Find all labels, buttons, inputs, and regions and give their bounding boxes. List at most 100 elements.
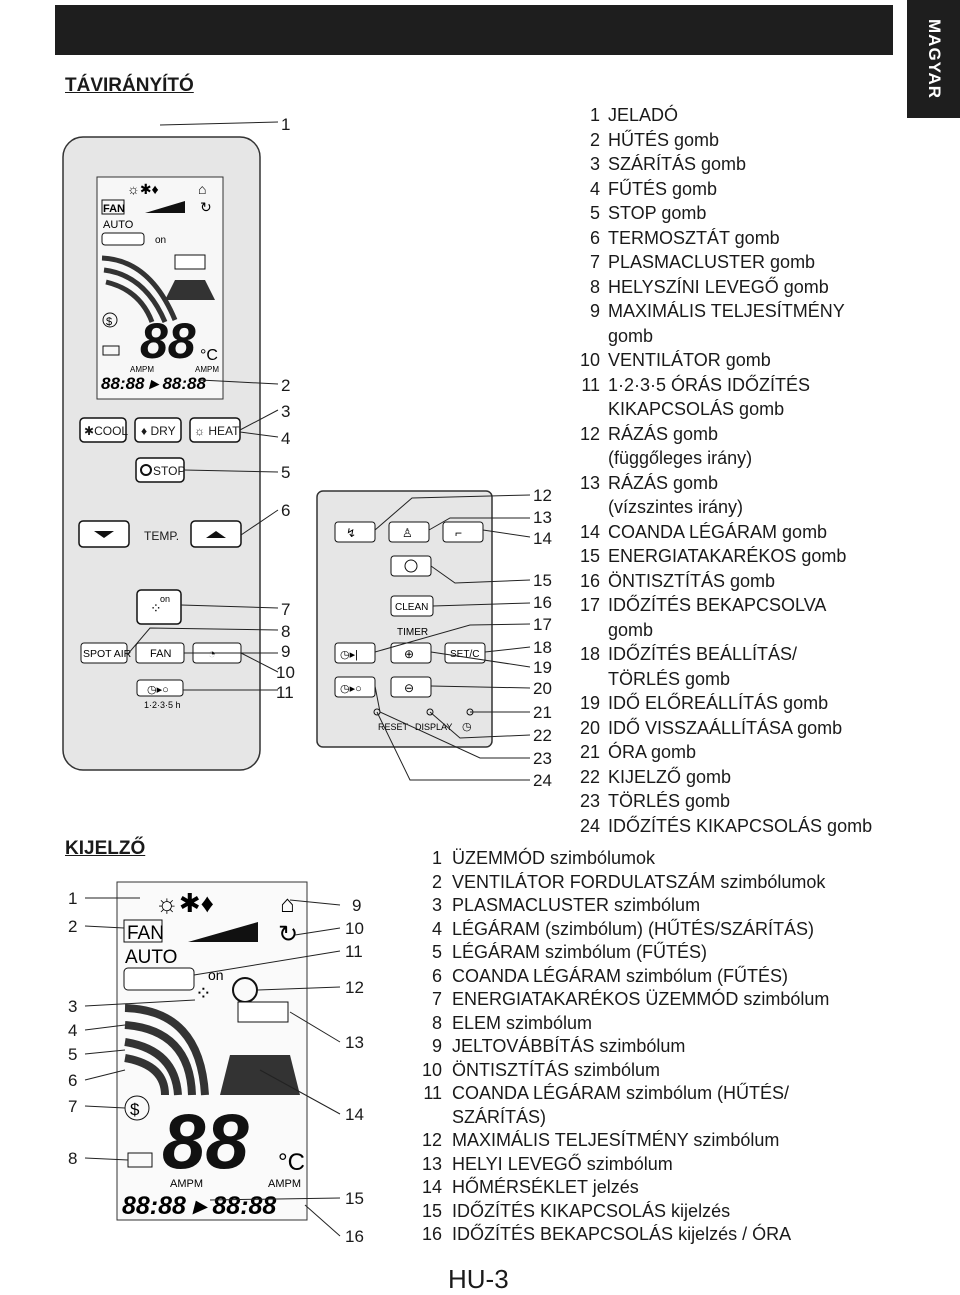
time-back-button (390, 676, 432, 698)
display-legend-item-text: ÖNTISZTÍTÁS szimbólum (452, 1059, 661, 1080)
lcd-fan-bars (145, 201, 185, 213)
callout-24: 24 (533, 771, 552, 790)
remote-legend-item-number: 16 (579, 570, 600, 591)
lcd-battery-icon (102, 345, 120, 356)
lcd-on-label: on (155, 235, 166, 246)
reset-label: RESET (378, 722, 409, 732)
remote-legend-item-number: 1 (589, 105, 600, 125)
lcd-fan-label: FAN (103, 203, 125, 215)
display-ampm-2: AMPM (268, 1178, 301, 1190)
display-legend-item-text: SZÁRÍTÁS) (452, 1106, 547, 1127)
remote-legend-item-number: 22 (579, 766, 600, 787)
cool-label: ✱COOL (84, 424, 128, 438)
callout-6: 6 (281, 501, 290, 520)
display-legend-item-text: ELEM szimbólum (452, 1012, 593, 1033)
remote-legend-item-number: 6 (589, 227, 600, 248)
remote-legend-item-text: RÁZÁS gomb (608, 423, 719, 444)
stop-icon (140, 464, 152, 476)
display-floor-grid (220, 1055, 300, 1095)
display-fan-label: FAN (127, 923, 164, 944)
lcd-ampm-1: AMPM (130, 365, 154, 374)
remote-legend-item-text: TERMOSZTÁT gomb (608, 227, 780, 248)
remote-legend-item-number: 20 (579, 717, 600, 738)
remote-legend-item-text: COANDA LÉGÁRAM gomb (608, 521, 828, 542)
remote-legend-item-number: 4 (589, 178, 600, 199)
display-legend-item-number: 7 (431, 989, 442, 1009)
display-legend-item: 7 ENERGIATAKARÉKOS ÜZEMMÓD szimbólum (420, 988, 890, 1012)
temp-down-icon (94, 531, 114, 538)
display-legend-item-text: COANDA LÉGÁRAM szimbólum (FŰTÉS) (452, 965, 789, 986)
lcd-eco-dollar: $ (106, 316, 112, 328)
remote-legend-item-text: KIJELZŐ gomb (608, 766, 732, 787)
remote-heading: TÁVIRÁNYÍTÓ (65, 75, 194, 96)
display-callout-11: 11 (345, 942, 363, 961)
remote-leader-lines (126, 121, 531, 781)
callout-19: 19 (533, 658, 552, 677)
remote-legend-item-number (570, 618, 608, 643)
remote-legend-item-number: 15 (579, 546, 600, 566)
timer-off-icon: ◷▸○ (147, 684, 169, 696)
display-legend-item-text: ENERGIATAKARÉKOS ÜZEMMÓD szimbólum (452, 989, 830, 1009)
page-number: HU-3 (448, 1264, 509, 1294)
lcd-floor-grid (165, 280, 215, 300)
remote-legend-item-number: 7 (589, 252, 600, 272)
lcd-eco-icon (102, 312, 118, 328)
energy-saving-button (390, 555, 432, 577)
remote-legend-item-number: 19 (579, 693, 600, 713)
minus-icon: ⊖ (404, 681, 414, 695)
remote-legend-item-text: JELADÓ (608, 105, 679, 125)
remote-legend-item-text: MAXIMÁLIS TELJESÍTMÉNY (608, 301, 845, 321)
display-clean-icon: ↻ (278, 921, 298, 948)
remote-legend-item-text: SZÁRÍTÁS gomb (608, 154, 747, 174)
spot-air-button (80, 642, 128, 664)
lcd-louver (174, 254, 206, 270)
display-ampm-1: AMPM (170, 1178, 203, 1190)
display-callout-16: 16 (345, 1227, 364, 1246)
display-label: DISPLAY (415, 722, 452, 732)
remote-legend-item-text: IDŐ VISSZAÁLLÍTÁSA gomb (608, 717, 843, 738)
remote-legend-item: (függőleges irány) (570, 446, 900, 471)
display-legend-item-text: HELYI LEVEGŐ szimbólum (452, 1153, 673, 1174)
callout-15: 15 (533, 571, 552, 590)
remote-legend-item: 6 TERMOSZTÁT gomb (570, 226, 900, 251)
display-callout-8: 8 (68, 1149, 77, 1168)
display-airflow-arcs (124, 1004, 209, 1096)
display-legend-item-number: 3 (431, 895, 442, 915)
display-callout-14: 14 (345, 1105, 364, 1124)
clean-label: CLEAN (395, 602, 428, 613)
remote-legend-item: TÖRLÉS gomb (570, 667, 900, 692)
lcd-airflow-arcs (101, 255, 178, 323)
set-clear-button (444, 642, 486, 664)
callout-21: 21 (533, 703, 552, 722)
callout-4: 4 (281, 429, 290, 448)
remote-legend-item-number (570, 667, 608, 692)
display-callout-3: 3 (68, 997, 77, 1016)
display-legend-item-number: 1 (431, 848, 442, 868)
remote-legend-item-number: 21 (579, 742, 600, 762)
display-battery-icon (127, 1152, 153, 1168)
callout-13: 13 (533, 508, 552, 527)
display-legend-item-number: 5 (431, 942, 442, 962)
timer-hours-label: 1·2·3·5 h (144, 700, 181, 710)
timer-label: TIMER (397, 627, 428, 638)
display-callout-12: 12 (345, 978, 364, 997)
remote-legend-item-text: IDŐZÍTÉS KIKAPCSOLÁS gomb (608, 815, 873, 836)
remote-legend-item-text: TÖRLÉS gomb (608, 791, 731, 811)
remote-legend-item-text: VENTILÁTOR gomb (608, 350, 771, 370)
remote-legend-item-number: 8 (589, 276, 600, 297)
